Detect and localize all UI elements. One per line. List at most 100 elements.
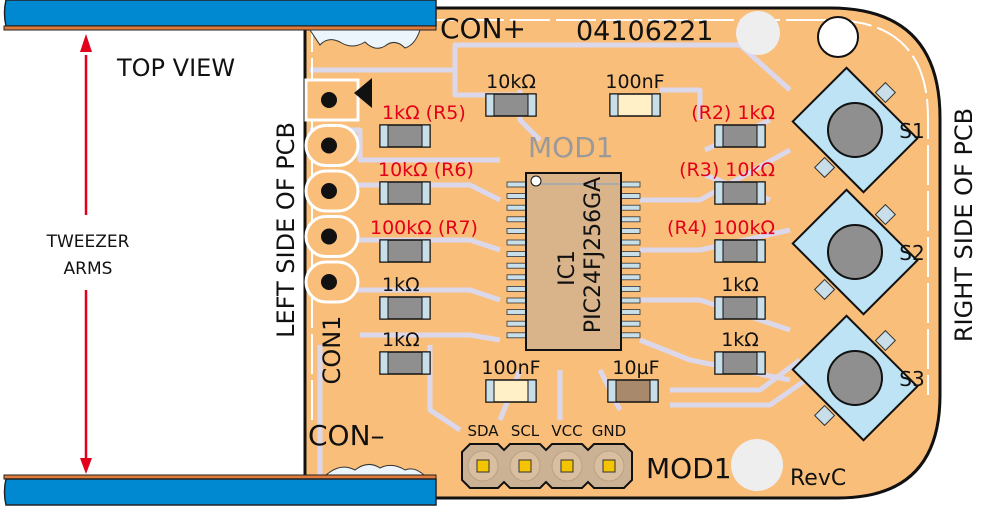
- resistor-right-terminal: [714, 124, 724, 148]
- ic1-ref: IC1: [555, 250, 580, 286]
- resistor-left-terminal: [421, 181, 431, 205]
- con-minus-label: CON–: [308, 419, 385, 452]
- module-silk-label: MOD1: [528, 131, 614, 164]
- ic1-part: PIC24FJ256GA: [581, 177, 606, 333]
- left-side-label: LEFT SIDE OF PCB: [272, 122, 300, 338]
- header-pad: [602, 459, 616, 473]
- right-side-label: RIGHT SIDE OF PCB: [950, 108, 978, 342]
- resistor-right: [714, 181, 766, 205]
- tweezer-arrow: [80, 34, 92, 474]
- ic1-pin-left: [506, 216, 528, 223]
- ic1-pin-left: [506, 262, 528, 269]
- resistor-right-terminal: [756, 181, 766, 205]
- mounting-hole: [736, 11, 780, 55]
- ic1-pin-left: [506, 332, 528, 339]
- ic1-chip: IC1 PIC24FJ256GA: [506, 172, 641, 351]
- ic1-pin-left: [506, 297, 528, 304]
- ic1-pin-right: [619, 320, 641, 327]
- switch-s2: [791, 188, 919, 316]
- con1-pin-hole: [321, 92, 337, 108]
- board-number: 04106221: [576, 16, 713, 47]
- resistor-left-label: 1kΩ: [382, 274, 420, 296]
- tantalum-capacitor-terminal: [649, 379, 659, 403]
- ic1-pin-left: [506, 227, 528, 234]
- switch-actuator: [827, 102, 883, 158]
- resistor-left-terminal: [421, 351, 431, 375]
- resistor-left-terminal: [421, 296, 431, 320]
- capacitor-top-label: 100nF: [605, 71, 664, 93]
- ic1-pin-right: [619, 239, 641, 246]
- resistor-right-label: 1kΩ: [721, 274, 759, 296]
- capacitor-top-terminal: [651, 93, 661, 117]
- con1-pin-hole: [321, 274, 337, 290]
- resistor-left: [379, 296, 431, 320]
- resistor-right-terminal: [714, 239, 724, 263]
- tweezer-arm-top: [3, 0, 437, 49]
- switch-s1: [791, 66, 919, 194]
- resistor-left-terminal: [379, 239, 389, 263]
- ic1-pin-left: [506, 181, 528, 188]
- con-plus-label: CON+: [440, 12, 526, 45]
- switch-actuator: [827, 224, 883, 280]
- pin1-marker-icon: [354, 78, 372, 108]
- ic1-pin-left: [506, 274, 528, 281]
- con1-pin: [304, 124, 360, 167]
- tantalum-capacitor-terminal: [607, 379, 617, 403]
- resistor-right-terminal: [714, 296, 724, 320]
- resistor-right: [714, 296, 766, 320]
- resistor-left-terminal: [421, 124, 431, 148]
- resistor-right-label: 1kΩ: [721, 329, 759, 351]
- con1-pin-hole: [321, 183, 337, 199]
- resistor-right: [714, 124, 766, 148]
- resistor-right-terminal: [714, 351, 724, 375]
- capacitor-bottom-terminal: [527, 379, 537, 403]
- con1-pin: [304, 169, 360, 213]
- ic1-pin-right: [619, 297, 641, 304]
- resistor-left-terminal: [379, 296, 389, 320]
- resistor-left-terminal: [379, 181, 389, 205]
- resistor-left: [379, 181, 431, 205]
- switch-pad: [874, 329, 897, 352]
- resistor-right-terminal: [756, 351, 766, 375]
- con1-label: CON1: [318, 316, 346, 385]
- resistor-right: [714, 239, 766, 263]
- mounting-hole: [731, 439, 783, 491]
- header-outline: [461, 443, 633, 489]
- ic1-pin-right: [619, 274, 641, 281]
- con1-pin-hole: [321, 228, 337, 245]
- ic1-pin-right: [619, 181, 641, 188]
- header-pin-label: GND: [592, 422, 626, 440]
- ic1-pin-left: [506, 204, 528, 211]
- tweezer-arm-bottom: [3, 464, 437, 506]
- ic1-pin-right: [619, 216, 641, 223]
- switch-actuator: [827, 350, 883, 406]
- switch-pad: [874, 81, 897, 104]
- resistor-left-terminal: [421, 239, 431, 263]
- switch-label: S1: [899, 119, 924, 143]
- tweezer-label-line2: ARMS: [64, 259, 113, 279]
- con1-pin: [304, 260, 360, 304]
- resistor-left-label: 10kΩ (R6): [378, 159, 474, 181]
- mounting-hole: [817, 16, 859, 58]
- resistor-left-label: 1kΩ (R5): [382, 102, 466, 124]
- tweezer-label-line1: TWEEZER: [46, 232, 130, 252]
- switch-label: S2: [899, 241, 924, 265]
- header-pin-label: SDA: [467, 422, 499, 440]
- resistor-right-terminal: [756, 296, 766, 320]
- ic1-pin-right: [619, 332, 641, 339]
- resistor-right-label: (R4) 100kΩ: [667, 217, 775, 239]
- header-pad: [476, 459, 490, 473]
- ic1-pin-left: [506, 251, 528, 258]
- resistor-left: [379, 124, 431, 148]
- resistor-top-terminal: [527, 93, 537, 117]
- ic1-pin-left: [506, 309, 528, 316]
- ic1-pin-right: [619, 262, 641, 269]
- tantalum-capacitor: [607, 379, 659, 403]
- resistor-left-label: 1kΩ: [382, 329, 420, 351]
- resistor-right-label: (R3) 10kΩ: [679, 159, 775, 181]
- view-title: TOP VIEW: [116, 54, 235, 82]
- switch-pad: [813, 404, 836, 427]
